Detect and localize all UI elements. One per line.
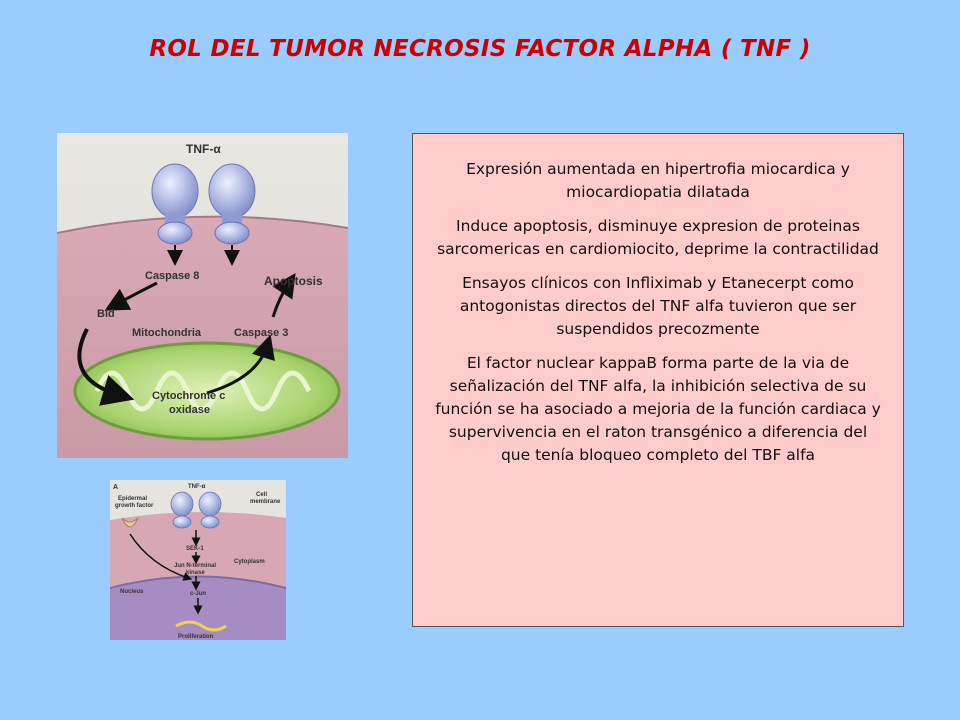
label-jnk-2: kinase <box>186 570 205 576</box>
label-bid: Bid <box>97 308 115 320</box>
label-egf-2: growth factor <box>115 503 154 509</box>
label-oxidase: oxidase <box>169 404 210 416</box>
proliferation-pathway-diagram: A TNF-α Epidermal growth factor Cell mem… <box>110 480 286 640</box>
paragraph-apoptosis: Induce apoptosis, disminuye expresion de… <box>437 217 879 258</box>
paragraph-clinical-trials: Ensayos clínicos con Infliximab y Etanec… <box>459 274 857 338</box>
label-mitochondria: Mitochondria <box>132 327 202 339</box>
label-jnk-1: Jun N-terminal <box>174 563 216 569</box>
label-nucleus: Nucleus <box>120 589 144 595</box>
label-egf-1: Epidermal <box>118 496 147 502</box>
label-caspase-3: Caspase 3 <box>234 327 288 339</box>
label-cjun: c-Jun <box>190 591 206 597</box>
label-sek: SEK-1 <box>186 546 204 552</box>
apoptosis-pathway-figure: TNF-α Caspase 8 Apoptosis Bid Mitochondr… <box>57 133 348 458</box>
egf-receptor <box>121 517 139 528</box>
label-apoptosis: Apoptosis <box>264 274 323 288</box>
label-cytochrome: Cytochrome c <box>152 390 225 402</box>
tnf-receptor-small-right <box>198 491 222 529</box>
label-caspase-8: Caspase 8 <box>145 270 199 282</box>
cell-membrane-line <box>57 215 348 234</box>
slide-title: ROL DEL TUMOR NECROSIS FACTOR ALPHA ( TN… <box>149 36 811 62</box>
label-proliferation: Proliferation <box>178 634 214 640</box>
apoptosis-pathway-diagram: TNF-α Caspase 8 Apoptosis Bid Mitochondr… <box>57 133 348 458</box>
tnf-receptor-small-left <box>170 491 194 529</box>
label-tnf-small: TNF-α <box>188 484 206 490</box>
label-cell-1: Cell <box>256 492 267 498</box>
proliferation-pathway-figure: A TNF-α Epidermal growth factor Cell mem… <box>110 480 286 640</box>
label-cytoplasm: Cytoplasm <box>234 559 265 565</box>
tnf-receptor-right <box>208 163 256 245</box>
paragraph-nfkb: El factor nuclear kappaB forma parte de … <box>435 354 881 464</box>
label-panel-a: A <box>113 484 118 491</box>
paragraph-expression: Expresión aumentada en hipertrofia mioca… <box>466 160 850 201</box>
label-cell-2: membrane <box>250 499 281 505</box>
label-tnf: TNF-α <box>186 142 221 156</box>
content-text-box: Expresión aumentada en hipertrofia mioca… <box>412 133 904 627</box>
tnf-receptor-left <box>151 163 199 245</box>
